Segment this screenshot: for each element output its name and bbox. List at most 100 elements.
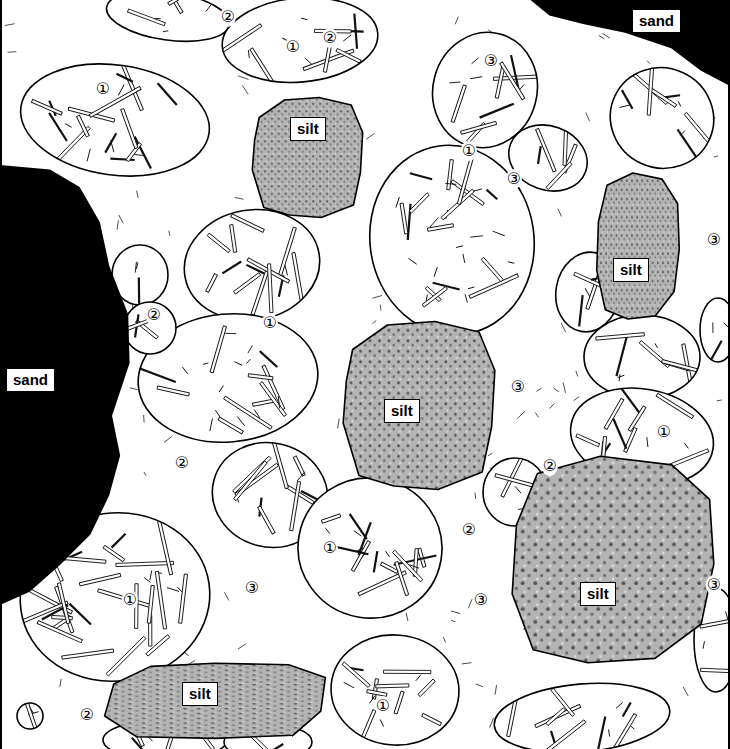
clay-platelet (649, 88, 676, 108)
clay-particle (235, 197, 244, 199)
clay-particle (554, 388, 559, 392)
aggregate-outline (287, 467, 453, 630)
clay-platelet (701, 668, 730, 673)
clay-particle (616, 336, 626, 376)
callout-number: ③ (483, 51, 499, 71)
clay-particle (561, 323, 566, 332)
clay-platelet (258, 506, 275, 534)
clay-particle (116, 74, 132, 82)
clay-particle (246, 359, 250, 364)
callout-number: ③ (244, 578, 260, 598)
clay-platelet (481, 257, 503, 281)
clay-platelet (234, 273, 261, 294)
clay-particle (487, 190, 498, 200)
clay-particle (647, 437, 648, 447)
clay-particle (406, 613, 408, 621)
clay-particle (225, 333, 236, 334)
clay-platelet (469, 274, 519, 298)
clay-platelet (441, 189, 474, 220)
clay-particle (619, 105, 630, 108)
clay-platelet (279, 227, 297, 275)
clay-aggregate (287, 467, 453, 630)
aggregate-outline (326, 630, 463, 749)
callout-number: ② (174, 453, 190, 473)
clay-particle (354, 14, 357, 49)
aggregate-outline (175, 199, 328, 331)
clay-particle (248, 50, 249, 58)
clay-platelet (260, 382, 287, 417)
clay-particle (112, 534, 126, 548)
grain-outline (520, 0, 730, 86)
clay-particle (344, 682, 354, 688)
clay-particle (380, 719, 384, 726)
clay-platelet (77, 115, 90, 137)
clay-platelet (418, 679, 435, 697)
clay-platelet (384, 670, 431, 673)
aggregate-outline (499, 114, 596, 202)
aggregate-outline (219, 0, 382, 89)
clay-particle (472, 58, 479, 64)
clay-particle (550, 404, 555, 409)
clay-particle (623, 702, 631, 716)
clay-platelet (500, 62, 525, 100)
clay-particle (430, 218, 438, 228)
callout-number: ③ (510, 377, 526, 397)
clay-platelet (551, 688, 575, 716)
callout-number: ③ (706, 575, 722, 595)
clay-particle (326, 528, 330, 533)
clay-platelet (535, 704, 581, 727)
clay-aggregate (219, 0, 382, 89)
grain-label: sand (6, 368, 55, 392)
clay-particle (30, 707, 34, 713)
clay-platelet (179, 574, 188, 623)
clay-particle (49, 113, 67, 141)
grain-label: silt (290, 117, 326, 141)
grain-label: sand (632, 9, 681, 33)
grain-outline (595, 170, 681, 322)
clay-particle (563, 382, 565, 392)
clay-platelet (168, 0, 190, 5)
clay-particle (574, 397, 580, 401)
clay-platelet (447, 160, 454, 190)
clay-particle (163, 30, 169, 32)
clay-particle (132, 738, 159, 749)
silt-grain: silt (595, 170, 681, 322)
clay-particle (476, 684, 483, 687)
clay-aggregate (358, 135, 547, 346)
clay-platelet (103, 545, 125, 561)
clay-platelet (231, 214, 265, 233)
clay-particle (618, 375, 625, 377)
clay-platelet (372, 679, 378, 700)
aggregate-outline (13, 52, 216, 187)
clay-particle (535, 413, 538, 418)
clay-platelet (207, 233, 230, 252)
clay-platelet (409, 193, 429, 213)
clay-particle (473, 189, 482, 191)
clay-platelet (607, 714, 637, 749)
clay-platelet (155, 571, 166, 629)
clay-platelet (394, 691, 404, 714)
clay-particle (386, 551, 390, 557)
clay-particle (538, 146, 541, 164)
aggregate-outline (358, 135, 547, 346)
clay-platelet (79, 573, 121, 586)
clay-particle (278, 396, 279, 409)
clay-particle (69, 604, 91, 625)
silt-grain: silt (340, 318, 498, 493)
clay-platelet (248, 374, 273, 380)
clay-platelet (37, 621, 82, 643)
clay-aggregate (491, 676, 672, 749)
callout-number: ③ (473, 590, 489, 610)
clay-particle (222, 261, 241, 273)
clay-particle (449, 82, 460, 84)
clay-particle (470, 236, 483, 237)
clay-particle (237, 416, 245, 426)
clay-aggregate (326, 630, 463, 749)
clay-particle (714, 156, 718, 157)
clay-particle (143, 415, 145, 423)
clay-particle (357, 548, 364, 551)
clay-particle (374, 551, 378, 572)
clay-particle (177, 587, 182, 593)
callout-number: ① (322, 538, 338, 558)
